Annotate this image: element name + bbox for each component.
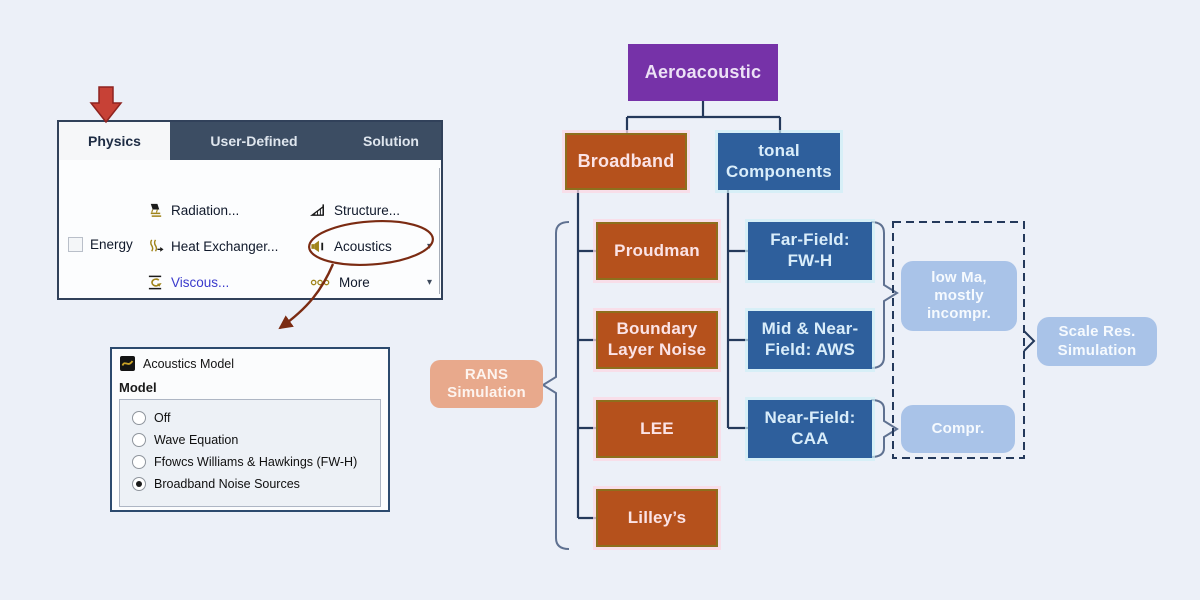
radio-option-broadband-noise[interactable]: Broadband Noise Sources [132, 476, 300, 492]
ribbon-item-heat-exchanger[interactable]: Heat Exchanger... [147, 234, 278, 258]
radio-button[interactable] [132, 411, 146, 425]
ribbon-tab-bar: Physics User-Defined Solution [59, 122, 441, 160]
node-broadband: Broadband [565, 133, 687, 190]
scale-res-dashed-group [892, 221, 1025, 459]
node-near-field-caa: Near-Field: CAA [748, 400, 872, 458]
radio-button[interactable] [132, 455, 146, 469]
radiation-label: Radiation... [171, 202, 240, 218]
radio-label: Wave Equation [154, 433, 239, 447]
energy-label: Energy [90, 236, 133, 252]
energy-checkbox-item[interactable]: Energy [68, 232, 133, 256]
annotation-low-ma: low Ma, mostly incompr. [901, 261, 1017, 331]
more-dropdown-icon[interactable]: ▾ [426, 276, 432, 288]
radio-button[interactable] [132, 433, 146, 447]
radio-button[interactable] [132, 477, 146, 491]
tree-lines [576, 101, 782, 520]
tab-solution[interactable]: Solution [363, 133, 419, 149]
dialog-title: Acoustics Model [143, 356, 235, 371]
ribbon-item-acoustics[interactable]: Acoustics ▾ [310, 234, 432, 258]
brace-low-ma [870, 221, 899, 369]
structure-icon [310, 203, 324, 216]
tab-physics[interactable]: Physics [59, 122, 170, 160]
model-options-group: Off Wave Equation Ffowcs Williams & Hawk… [119, 399, 381, 507]
ribbon-item-more[interactable]: More ▾ [310, 270, 432, 294]
node-lilleys: Lilley’s [596, 489, 718, 547]
radio-label: Ffowcs Williams & Hawkings (FW-H) [154, 455, 358, 469]
pointer-scale-res [1023, 330, 1036, 352]
structure-label: Structure... [334, 202, 401, 218]
tab-user-defined[interactable]: User-Defined [210, 133, 298, 149]
ribbon-item-viscous[interactable]: Viscous... [147, 270, 229, 294]
model-section-label: Model [119, 380, 157, 395]
ribbon-item-radiation[interactable]: Radiation... [147, 198, 239, 222]
fluent-app-icon [120, 356, 135, 371]
node-proudman: Proudman [596, 222, 718, 280]
brace-compr [870, 399, 899, 458]
annotation-rans-simulation: RANS Simulation [430, 360, 543, 408]
node-far-field-fwh: Far-Field: FW-H [748, 222, 872, 280]
node-boundary-layer-noise: Boundary Layer Noise [596, 311, 718, 369]
viscous-icon [148, 275, 162, 289]
annotation-compr: Compr. [901, 405, 1015, 453]
annotation-scale-res-simulation: Scale Res. Simulation [1037, 317, 1157, 366]
radio-option-off[interactable]: Off [132, 410, 170, 426]
acoustics-label: Acoustics [334, 238, 392, 254]
ribbon-item-structure[interactable]: Structure... [310, 198, 432, 222]
node-mid-near-field-aws: Mid & Near-Field: AWS [748, 311, 872, 369]
dialog-titlebar: Acoustics Model [120, 356, 234, 371]
acoustics-dropdown-icon[interactable]: ▾ [426, 240, 432, 252]
heat-exchanger-icon [150, 238, 164, 252]
radiation-icon [150, 203, 162, 217]
radio-label: Off [154, 411, 171, 425]
node-aeroacoustic: Aeroacoustic [628, 44, 778, 101]
acoustics-icon [311, 240, 324, 252]
radio-label: Broadband Noise Sources [154, 477, 300, 491]
more-icon [310, 279, 330, 285]
radio-option-fwh[interactable]: Ffowcs Williams & Hawkings (FW-H) [132, 454, 357, 470]
viscous-label: Viscous... [171, 274, 230, 290]
heat-exchanger-label: Heat Exchanger... [171, 238, 279, 254]
energy-checkbox[interactable] [68, 236, 83, 252]
radio-option-wave-equation[interactable]: Wave Equation [132, 432, 238, 448]
fluent-ribbon-panel: Physics User-Defined Solution Energy Rad… [57, 120, 443, 300]
brace-rans [541, 221, 570, 550]
ribbon-group-separator [439, 168, 440, 294]
more-label: More [339, 274, 370, 290]
node-tonal-components: tonal Components [718, 133, 840, 190]
node-lee: LEE [596, 400, 718, 458]
acoustics-model-dialog: Acoustics Model Model Off Wave Equation … [110, 347, 390, 512]
